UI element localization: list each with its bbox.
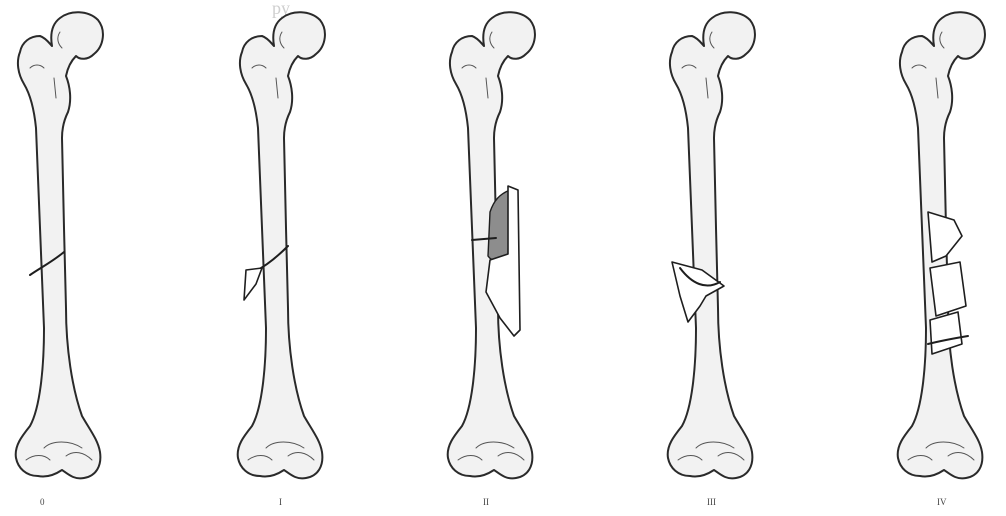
- femur-panel-0: [16, 12, 103, 478]
- femur-panel-IV: [898, 12, 985, 478]
- femur-panel-II: [448, 12, 535, 478]
- femur-panel-III: [668, 12, 755, 478]
- panel-label-III: III: [707, 497, 716, 507]
- panel-label-I: I: [279, 497, 282, 507]
- panel-label-IV: IV: [937, 497, 947, 507]
- bone-fragment-IV-upper: [928, 212, 962, 262]
- panel-label-II: II: [483, 497, 489, 507]
- panel-label-0: 0: [40, 497, 45, 507]
- bone-fragment-I: [244, 268, 262, 300]
- bone-fragment-IV-lower: [930, 312, 962, 354]
- femur-panel-I: [238, 12, 325, 478]
- bone-fragment-IV-middle: [930, 262, 966, 316]
